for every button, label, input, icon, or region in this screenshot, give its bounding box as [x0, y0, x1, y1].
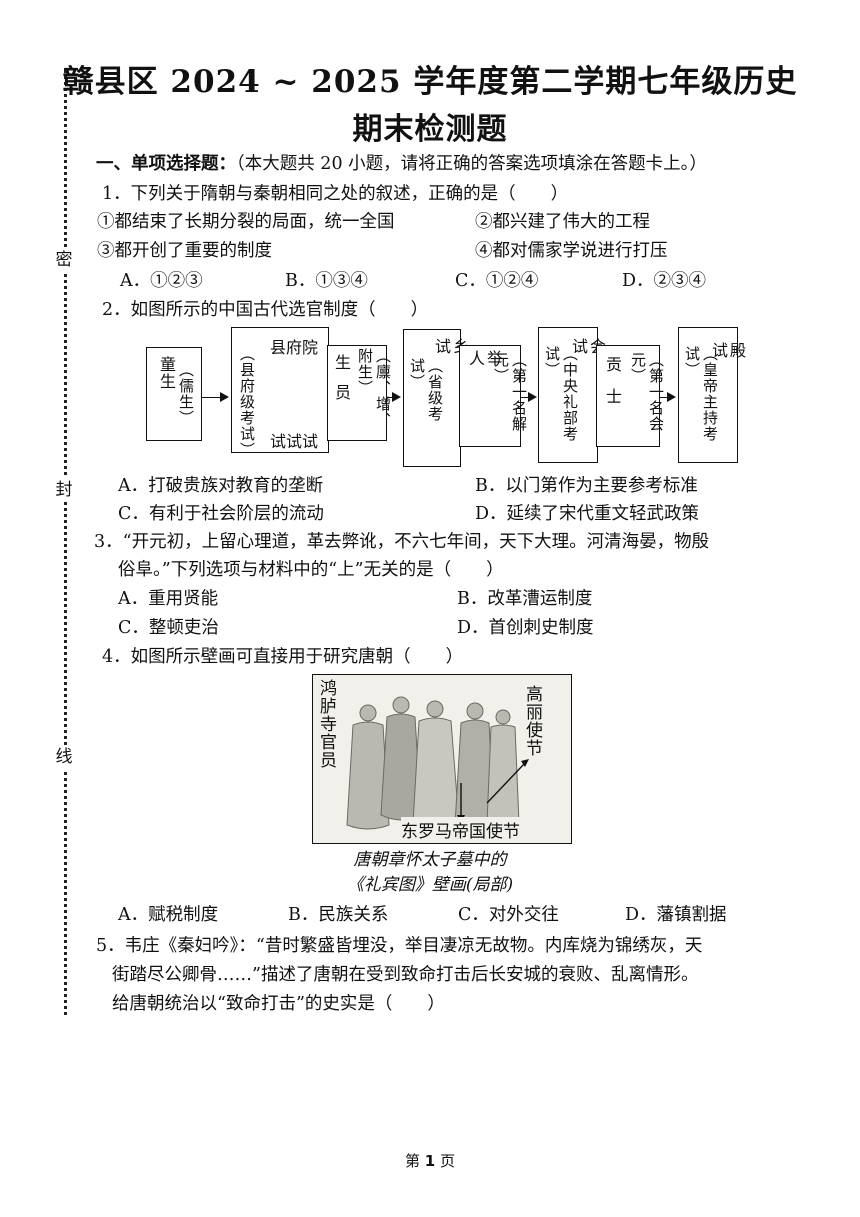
- mural-label-goryeo-envoy: 高丽使节: [522, 685, 542, 757]
- q3-option-d: D．首创刺史制度: [457, 618, 594, 638]
- flow-arrow-1: [202, 392, 229, 402]
- flow-label-huiyuan: （第一名会元）: [629, 352, 665, 432]
- flow-box-dianshi: （皇帝主持考试） 殿试: [678, 327, 746, 463]
- flow-box-tongsheng: 童生 （儒生）: [146, 347, 202, 441]
- q4-option-d: D．藩镇割据: [625, 905, 727, 925]
- q3-stem-line2: 俗阜。”下列选项与材料中的“上”无关的是（ ）: [118, 560, 504, 580]
- flow-arrow-3: [521, 392, 537, 402]
- q3-option-b: B．改革漕运制度: [457, 589, 593, 609]
- flow-label-emperor: （皇帝主持考试）: [683, 346, 719, 442]
- q3-stem-line1: 3．“开元初，上留心理道，革去弊讹，不六七年间，天下大理。河清海晏，物殷: [94, 532, 710, 552]
- flow-box-xiangshi: （省级考试） 乡试: [403, 329, 469, 467]
- flow-label-dianshi: 殿试: [709, 342, 746, 404]
- q1-statement-4: ④都对儒家学说进行打压: [475, 241, 668, 261]
- q1-option-b: B．①③④: [285, 271, 368, 291]
- flow-label-tongsheng: 童生: [157, 356, 176, 390]
- q1-statement-3: ③都开创了重要的制度: [97, 241, 272, 261]
- page-number-value: 1: [424, 1152, 436, 1170]
- section-title: 一、单项选择题：: [96, 154, 236, 174]
- q5-stem-line1: 5．韦庄《秦妇吟》：“昔时繁盛皆埋没，举目凄凉无故物。内库烧为锦绣灰，天: [96, 936, 703, 956]
- q4-stem: 4．如图所示壁画可直接用于研究唐朝（ ）: [102, 647, 464, 667]
- flow-label-juren: 举人: [466, 350, 503, 418]
- exam-title-line2: 期末检测题: [352, 112, 508, 147]
- flow-box-gongshi: 贡士 （第一名会元）: [596, 345, 665, 447]
- margin-char-mi: 密: [53, 248, 75, 272]
- flow-label-provincial: （省级考试）: [408, 358, 444, 422]
- q1-stem: 1．下列关于隋朝与秦朝相同之处的叙述，正确的是（ ）: [102, 184, 569, 204]
- page-number: 第 1 页: [0, 1150, 860, 1171]
- section-heading: 一、单项选择题：（本大题共 20 小题，请将正确的答案选项填涂在答题卡上。）: [96, 151, 707, 177]
- flow-label-jieyuan: （第一名解元）: [492, 352, 528, 432]
- flow-label-shengyuan: 生员: [332, 354, 351, 414]
- flow-box-juren: 举人 （第一名解元）: [459, 345, 528, 447]
- mural-label-byzantine-envoy: 东罗马帝国使节: [401, 817, 520, 842]
- q3-option-c: C．整顿吏治: [118, 618, 219, 638]
- exam-title-line1: 赣县区 2024 ~ 2025 学年度第二学期七年级历史: [62, 64, 798, 100]
- flow-arrow-2: [387, 392, 401, 402]
- q1-statement-2: ②都兴建了伟大的工程: [475, 212, 650, 232]
- flow-box-county-exam: 县府院 （县府级考试） 试试试: [231, 327, 329, 458]
- q2-option-b: B．以门第作为主要参考标准: [475, 476, 698, 496]
- binding-dotted-line: [64, 70, 67, 1015]
- q4-option-c: C．对外交往: [458, 905, 559, 925]
- page-number-suffix: 页: [440, 1152, 456, 1170]
- flow-label-central: （中央礼部考试）: [543, 346, 579, 442]
- flow-label-xianfuyuan: 县府院: [270, 338, 319, 357]
- flow-label-county-level: （县府级考试）: [238, 346, 256, 458]
- q4-option-b: B．民族关系: [288, 905, 389, 925]
- mural-image: 鸿胪寺官员 高丽使节 东罗马帝国使节: [312, 674, 572, 844]
- margin-char-xian: 线: [53, 745, 75, 769]
- mural-caption-line2: 《礼宾图》壁画(局部): [346, 875, 514, 895]
- mural-caption-line1: 唐朝章怀太子墓中的: [353, 850, 507, 870]
- page-number-prefix: 第: [404, 1152, 420, 1170]
- margin-char-feng: 封: [53, 478, 75, 502]
- flow-box-shengyuan: 生员 （廪、增、附生）: [327, 345, 392, 441]
- mural-figures-illustration: [313, 675, 571, 843]
- flow-label-linzengfu: （廪、增、附生）: [356, 348, 392, 428]
- q1-statement-1: ①都结束了长期分裂的局面，统一全国: [97, 212, 395, 232]
- q4-option-a: A．赋税制度: [118, 905, 219, 925]
- flow-box-huishi: （中央礼部考试） 会试: [538, 327, 606, 463]
- mural-label-honglu-official: 鸿胪寺官员: [316, 679, 336, 769]
- flow-label-shishishi: 试试试: [270, 432, 319, 451]
- q1-option-d: D．②③④: [622, 271, 707, 291]
- q3-option-a: A．重用贤能: [118, 589, 219, 609]
- q2-option-d: D．延续了宋代重文轻武政策: [475, 504, 700, 524]
- q5-stem-line3: 给唐朝统治以“致命打击”的史实是（ ）: [112, 994, 445, 1014]
- q1-option-a: A．①②③: [120, 271, 203, 291]
- q2-option-a: A．打破贵族对教育的垄断: [118, 476, 324, 496]
- section-note: （本大题共 20 小题，请将正确的答案选项填涂在答题卡上。）: [236, 154, 707, 174]
- flow-label-gongshi: 贡士: [603, 356, 622, 420]
- official-selection-flowchart: 童生 （儒生） 县府院 （县府级考试） 试试试 生员 （廪、增、附生） （省级考…: [140, 325, 780, 470]
- q1-option-c: C．①②④: [455, 271, 539, 291]
- q2-stem: 2．如图所示的中国古代选官制度（ ）: [102, 300, 429, 320]
- q5-stem-line2: 街踏尽公卿骨……”描述了唐朝在受到致命打击后长安城的衰败、乱离情形。: [112, 965, 699, 985]
- flow-arrow-4: [660, 392, 676, 402]
- flow-label-rusheng: （儒生）: [177, 362, 195, 426]
- q2-option-c: C．有利于社会阶层的流动: [118, 504, 324, 524]
